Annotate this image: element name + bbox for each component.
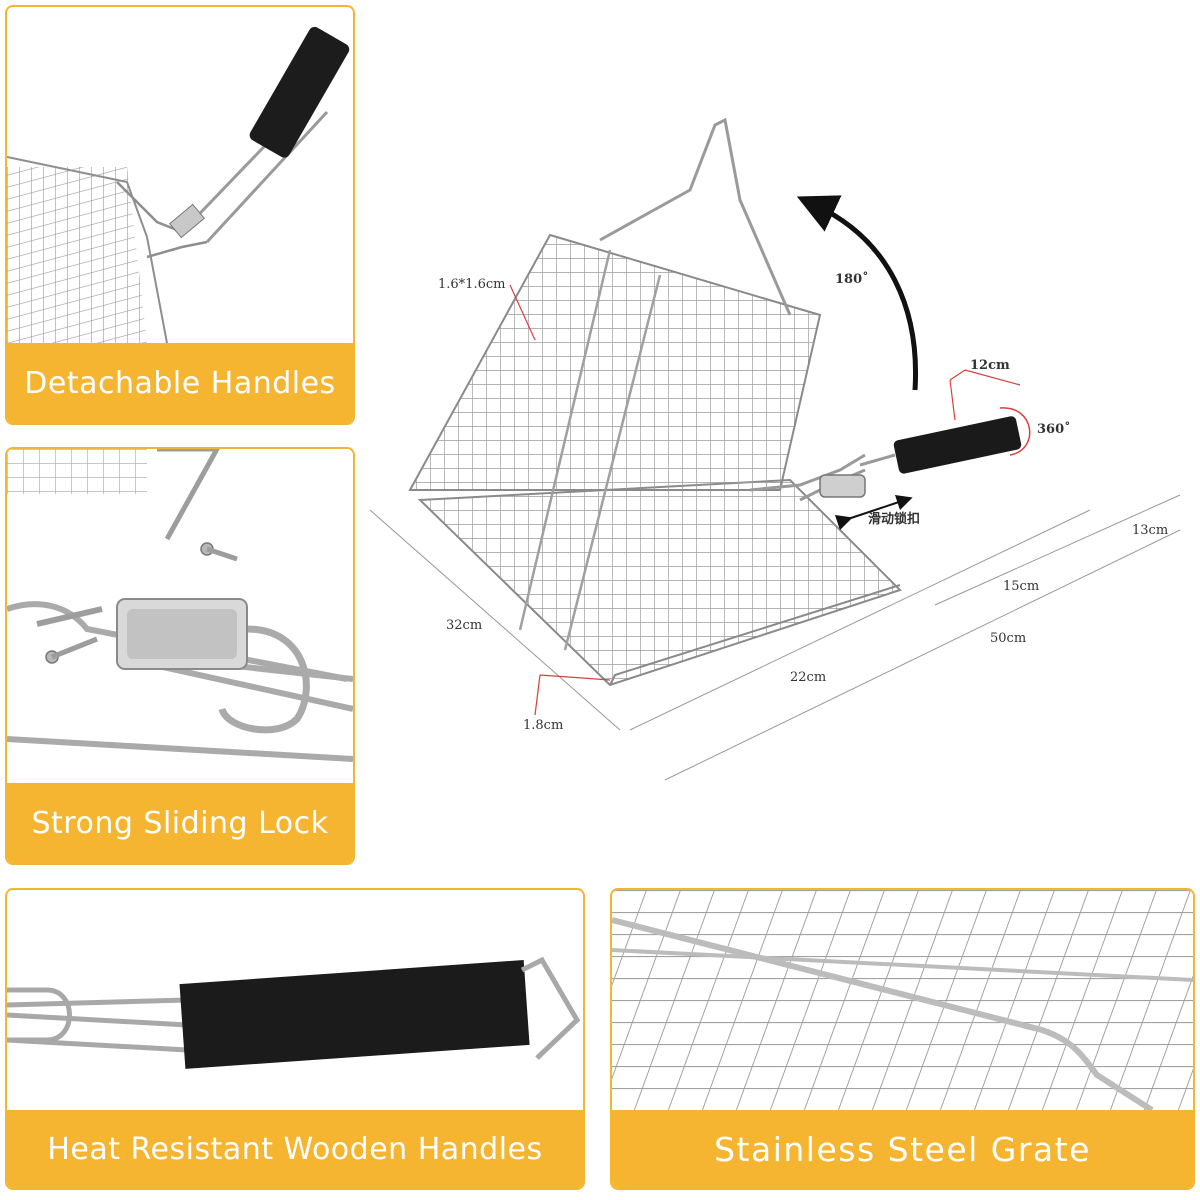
wooden-handles-panel: Heat Resistant Wooden Handles [5, 888, 585, 1190]
length-label: 22cm [790, 670, 827, 685]
steel-grate-caption: Stainless Steel Grate [612, 1110, 1193, 1188]
steel-grate-photo [612, 890, 1193, 1110]
sliding-lock-panel: Strong Sliding Lock [5, 447, 355, 865]
slide-lock-label: 滑动锁扣 [868, 512, 921, 527]
neck-length-label: 15cm [1003, 579, 1040, 594]
total-length-label: 50cm [990, 631, 1027, 646]
rotate-360-label: 360˚ [1037, 422, 1071, 437]
detachable-handle-photo [7, 26, 350, 343]
grip-length-label: 13cm [1132, 523, 1169, 538]
mesh-size-label: 1.6*1.6cm [438, 277, 506, 292]
sliding-lock-caption: Strong Sliding Lock [7, 783, 353, 863]
wooden-handle-photo [7, 956, 581, 1069]
sliding-lock-photo [7, 449, 353, 762]
handle-length-label: 12cm [970, 358, 1010, 373]
rotate-180-label: 180˚ [835, 272, 869, 287]
dimension-diagram: 1.6*1.6cm 180˚ 360˚ 12cm 滑动锁扣 32cm 1.8cm… [360, 90, 1200, 810]
depth-label: 1.8cm [523, 718, 564, 733]
detachable-handles-panel: Detachable Handles [5, 5, 355, 425]
wooden-handles-caption: Heat Resistant Wooden Handles [7, 1110, 583, 1188]
width-label: 32cm [446, 618, 483, 633]
steel-grate-panel: Stainless Steel Grate [610, 888, 1195, 1190]
detachable-handles-caption: Detachable Handles [7, 343, 353, 423]
grill-basket-drawing [369, 117, 1181, 781]
